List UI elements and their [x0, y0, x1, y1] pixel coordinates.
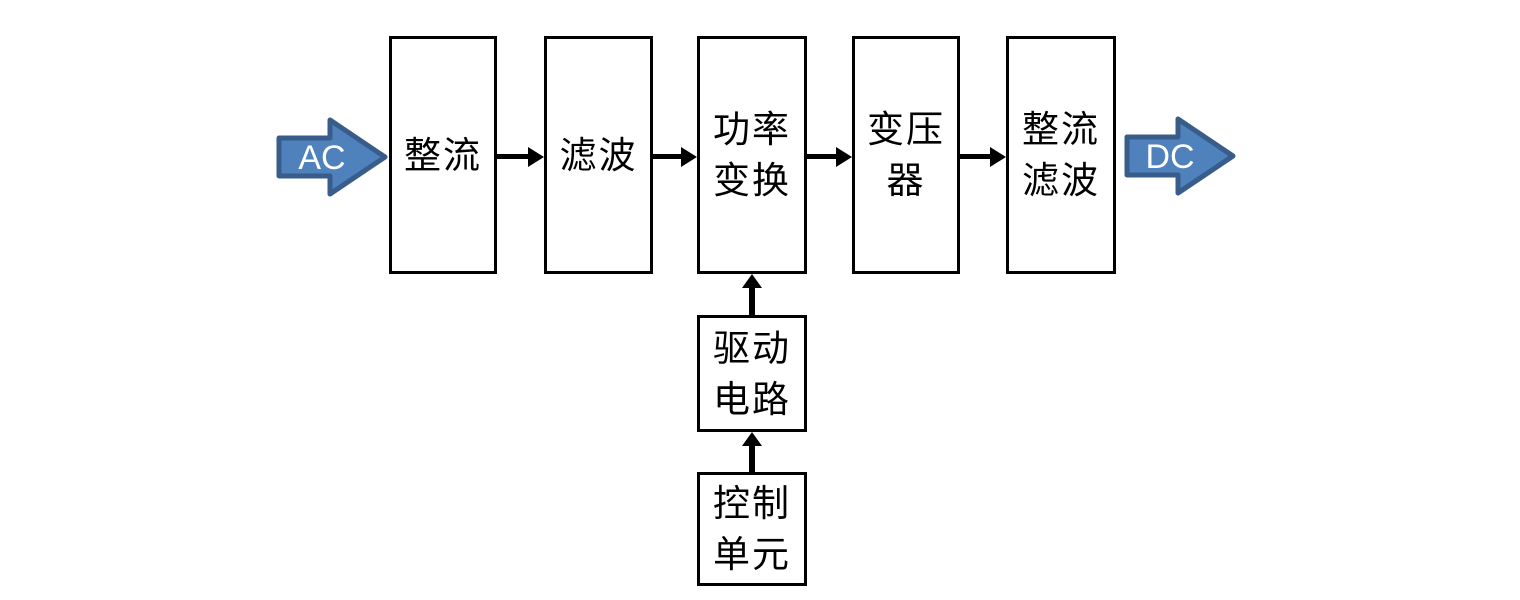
block-label-line: 滤波 — [1022, 159, 1100, 202]
block-label-line: 控制 — [713, 482, 791, 525]
block-transformer: 变压 器 — [852, 36, 960, 274]
block-label-line: 整流 — [1022, 108, 1100, 151]
dc-output-arrow: DC — [1124, 116, 1236, 196]
block-label-line: 单元 — [713, 533, 791, 576]
ac-input-arrow: AC — [276, 117, 388, 197]
arrow-filter-to-power-conversion-icon — [653, 146, 697, 167]
block-label-line: 整流 — [404, 133, 482, 177]
block-rectifier: 整流 — [389, 36, 497, 274]
ac-label: AC — [298, 139, 345, 177]
block-label-line: 功率 — [713, 108, 791, 151]
right-block-arrow-icon — [1124, 116, 1236, 196]
block-label-line: 电路 — [713, 377, 791, 421]
arrow-control-unit-to-drive-circuit-icon — [742, 432, 762, 472]
block-power-conversion: 功率 变换 — [697, 36, 807, 274]
block-label-line: 器 — [886, 159, 926, 202]
block-label-line: 驱动 — [713, 326, 791, 370]
block-label-line: 滤波 — [559, 133, 638, 177]
block-filter: 滤波 — [544, 36, 653, 274]
block-output-rectifier-filter: 整流 滤波 — [1006, 36, 1116, 274]
right-block-arrow-icon — [276, 117, 388, 197]
arrow-rectifier-to-filter-icon — [497, 146, 544, 167]
block-label-line: 变压 — [867, 108, 945, 151]
block-control-unit: 控制 单元 — [697, 472, 807, 586]
arrow-power-conversion-to-transformer-icon — [807, 146, 852, 167]
block-label-line: 变换 — [713, 159, 791, 202]
dc-label: DC — [1145, 138, 1194, 176]
arrow-drive-circuit-to-power-conversion-icon — [742, 274, 762, 315]
arrow-transformer-to-output-rectifier-filter-icon — [960, 146, 1006, 167]
block-drive-circuit: 驱动 电路 — [697, 315, 807, 432]
